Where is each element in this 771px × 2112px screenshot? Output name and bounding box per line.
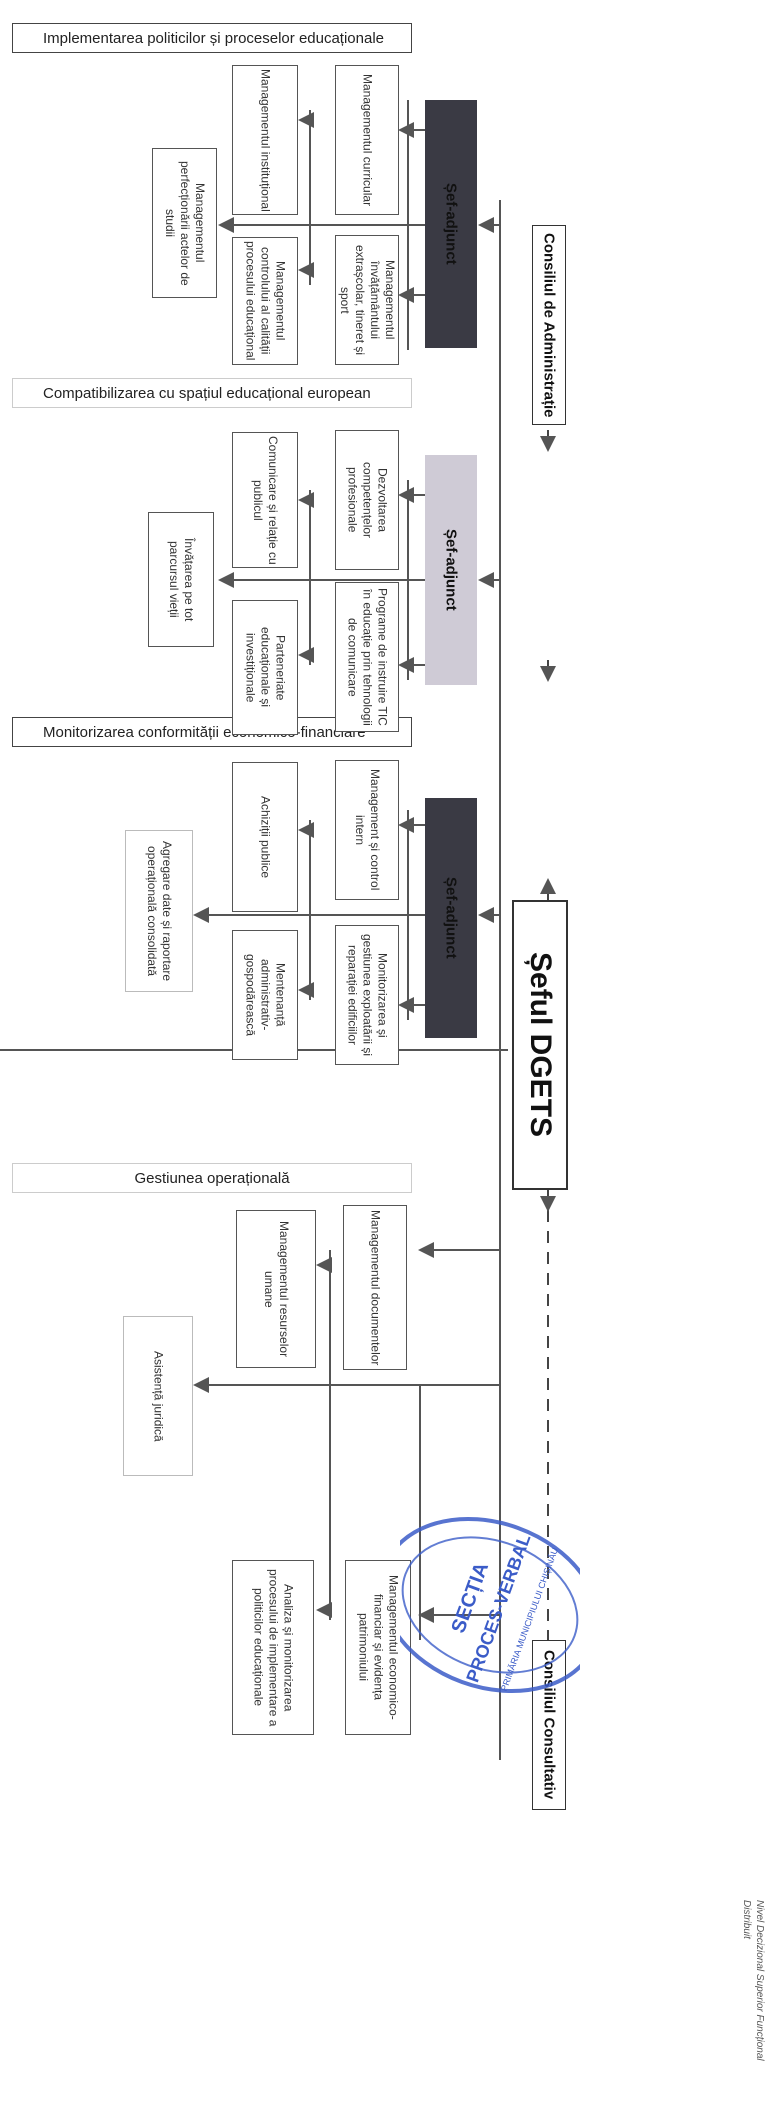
corner-note: Nivel Decizional Superior Funcțional Dis… xyxy=(741,1900,765,2061)
deputy-3: Șef-adjunct xyxy=(425,798,477,1038)
unit-2-3: Programe de instruire TIC în educație pr… xyxy=(335,582,399,732)
unit-1-5: Managementul perfecționării actelor de s… xyxy=(152,148,217,298)
council-administration: Consiliul de Administrație xyxy=(532,225,566,425)
unit-3-5: Agregare date și raportare operațională … xyxy=(125,830,193,992)
section-header-4: Gestiunea operațională xyxy=(12,1163,412,1193)
unit-3-2: Achiziții publice xyxy=(232,762,298,912)
unit-1-1: Managementul curricular xyxy=(335,65,399,215)
unit-1-4: Managementul controlului al calității pr… xyxy=(232,237,298,365)
deputy-2: Șef-adjunct xyxy=(425,455,477,685)
official-stamp: SECȚIA PROCES-VERBAL PRIMĂRIA MUNICIPIUL… xyxy=(400,1516,580,1694)
unit-2-1: Dezvoltarea competențelor profesionale xyxy=(335,430,399,570)
unit-1-3: Managementul învățământului extrașcolar,… xyxy=(335,235,399,365)
unit-3-3: Monitorizarea și gestiunea exploatării ș… xyxy=(335,925,399,1065)
unit-4-5: Asistență juridică xyxy=(123,1316,193,1476)
unit-4-3: Managementul economico-financiar și evid… xyxy=(345,1560,411,1735)
unit-3-4: Mentenanță administrativ-gospodărească xyxy=(232,930,298,1060)
section-header-1: Implementarea politicilor și proceselor … xyxy=(12,23,412,53)
section-header-2: Compatibilizarea cu spațiul educațional … xyxy=(12,378,412,408)
unit-2-5: Învățarea pe tot parcursul vieții xyxy=(148,512,214,647)
unit-4-1: Managementul documentelor xyxy=(343,1205,407,1370)
unit-2-2: Comunicare și relație cu publicul xyxy=(232,432,298,568)
unit-3-1: Management și control intern xyxy=(335,760,399,900)
unit-4-2: Managementul resurselor umane xyxy=(236,1210,316,1368)
unit-4-4: Analiza și monitorizarea procesului de i… xyxy=(232,1560,314,1735)
deputy-1: Șef-adjunct xyxy=(425,100,477,348)
unit-1-2: Managementul instituțional xyxy=(232,65,298,215)
chief-box: Șeful DGETS xyxy=(512,900,568,1190)
unit-2-4: Parteneriate educaționale și investițion… xyxy=(232,600,298,735)
